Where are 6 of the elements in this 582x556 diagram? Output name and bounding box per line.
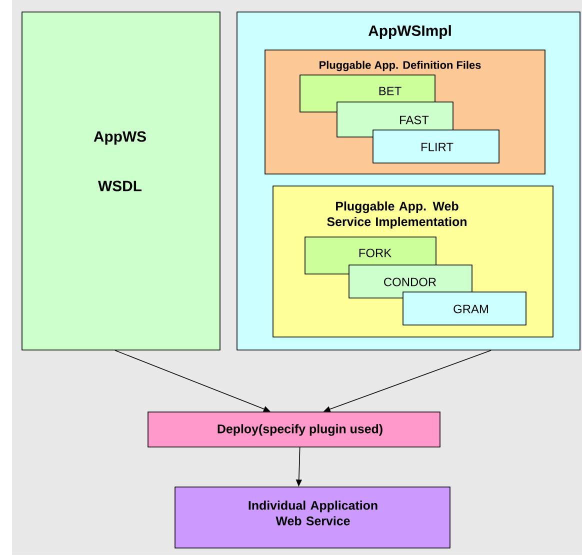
plugin-box: FLIRT bbox=[372, 130, 500, 164]
plugin-box: GRAM bbox=[402, 292, 526, 326]
process-box: Individual Application Web Service bbox=[174, 486, 450, 548]
process-box: Deploy(specify plugin used) bbox=[148, 412, 440, 448]
plugin-box: CONDOR bbox=[348, 264, 472, 298]
panel: AppWS WSDL bbox=[22, 12, 220, 350]
